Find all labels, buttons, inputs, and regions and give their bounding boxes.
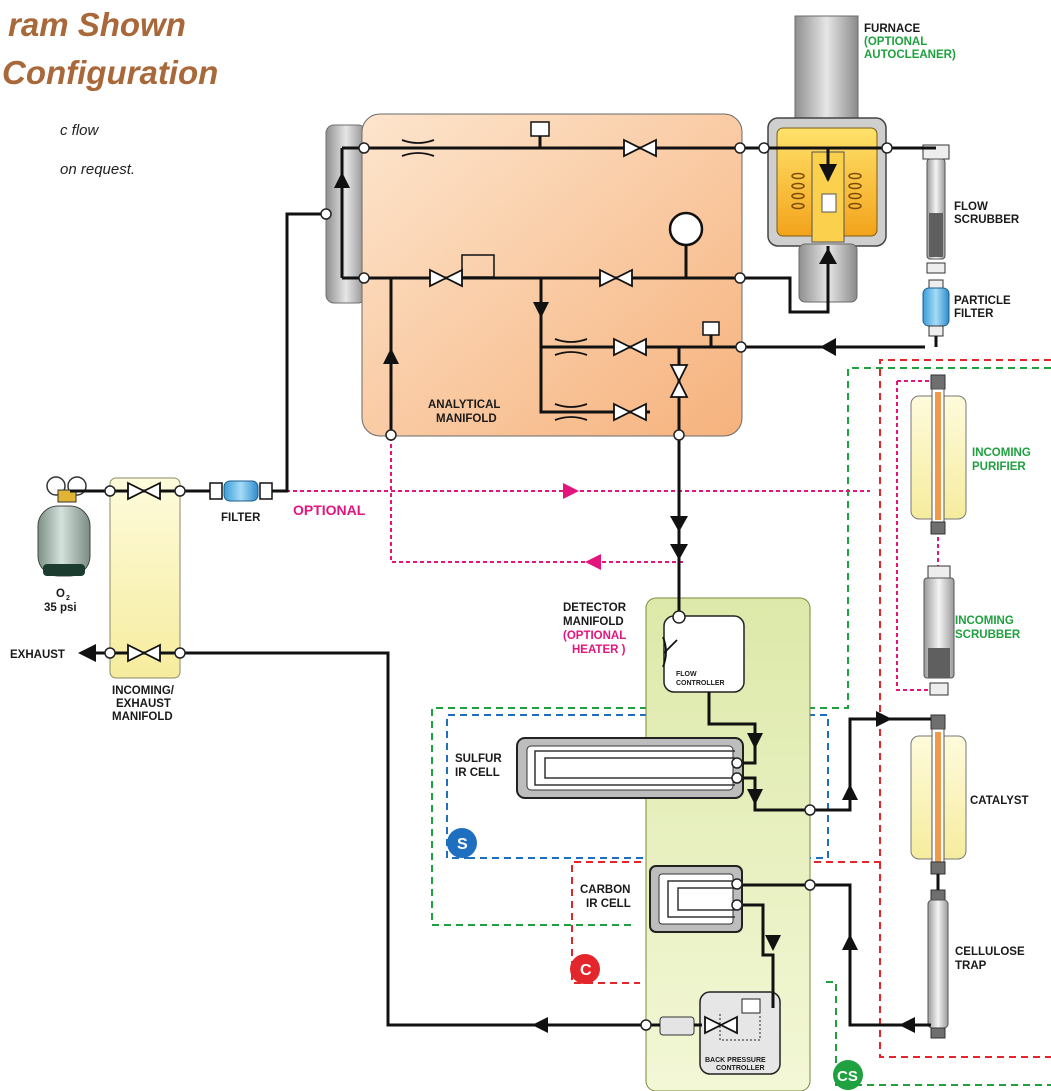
- carbon-loop: [571, 359, 1051, 1058]
- flow-controller-label-2: CONTROLLER: [676, 680, 725, 687]
- pressure-sensor-mid: [702, 321, 720, 336]
- cellulose-trap-label-1: CELLULOSE: [955, 946, 1025, 958]
- line-junctions: [104, 142, 893, 1031]
- furnace-label: FURNACE: [864, 23, 921, 35]
- note-line-2: on request.: [60, 161, 135, 178]
- bpc-label-1: BACK PRESSURE: [705, 1057, 766, 1064]
- pressure-gauge: [668, 211, 704, 247]
- incoming-scrubber-cap: [927, 565, 951, 579]
- title-block: ram Shown Configuration c flow on reques…: [2, 6, 218, 178]
- exhaust-arrow: [78, 644, 96, 662]
- particle-filter-label-1: PARTICLE: [954, 295, 1011, 307]
- filter-right-cap: [259, 482, 273, 500]
- detector-optional-label: (OPTIONAL: [563, 630, 626, 642]
- badge-c: C: [570, 954, 600, 984]
- optional-arrow-left: [585, 554, 601, 570]
- catalyst-top: [930, 714, 946, 730]
- filter-left-cap: [209, 482, 223, 500]
- cellulose-trap-tube: [927, 899, 949, 1029]
- bpc-label-2: CONTROLLER: [716, 1065, 765, 1072]
- incoming-scrubber-base: [929, 682, 949, 696]
- flow-arrows: [334, 164, 915, 1033]
- particle-filter-label-2: FILTER: [954, 308, 994, 320]
- furnace-coils: [791, 172, 862, 210]
- incoming-purifier-label-1: INCOMING: [972, 447, 1031, 459]
- o2-cylinder: O 2 35 psi: [37, 476, 91, 614]
- catalyst-label: CATALYST: [970, 795, 1029, 807]
- filter-body: [223, 480, 259, 502]
- incoming-purifier-media: [935, 392, 941, 520]
- catalyst-media: [935, 732, 941, 862]
- particle-filter-body: [922, 287, 950, 327]
- cs-loop: [431, 367, 1051, 1086]
- detector-heater-label: HEATER ): [572, 644, 626, 656]
- furnace-autocleaner-label: AUTOCLEANER): [864, 49, 956, 61]
- o2-label: O: [56, 588, 65, 600]
- particle-filter-bottom: [928, 325, 944, 337]
- flow-controller-box: [663, 615, 745, 693]
- detector-label-1: DETECTOR: [563, 602, 627, 614]
- badge-s: S: [447, 828, 477, 858]
- detector-label-2: MANIFOLD: [563, 616, 624, 628]
- sulfur-ir-cell-path: [534, 750, 735, 786]
- carbon-ir-cell-path: [667, 880, 735, 918]
- furnace-crucible: [821, 193, 837, 213]
- analytical-label-1: ANALYTICAL: [428, 399, 500, 411]
- flow-controller-label-1: FLOW: [676, 671, 697, 678]
- incoming-purifier-bottom: [930, 521, 946, 535]
- cellulose-trap-bottom: [930, 1027, 946, 1039]
- incoming-exhaust-label-1: INCOMING/: [112, 685, 175, 697]
- incoming-exhaust-manifold-body: [109, 477, 181, 679]
- filter-label: FILTER: [221, 512, 261, 524]
- incoming-scrubber-label-2: SCRUBBER: [955, 629, 1021, 641]
- flow-scrubber-media: [929, 213, 943, 257]
- flow-scrubber-label-2: SCRUBBER: [954, 214, 1020, 226]
- flow-scrubber-label-1: FLOW: [954, 201, 988, 213]
- sulfur-ir-cell-inner: [526, 745, 734, 791]
- carbon-label-2: IR CELL: [586, 898, 631, 910]
- furnace-optional-label: (OPTIONAL: [864, 36, 927, 48]
- optional-arrow-right: [563, 483, 579, 499]
- detector-manifold-body: [645, 597, 811, 1091]
- valves: [127, 138, 738, 1035]
- optional-label: OPTIONAL: [293, 502, 366, 518]
- o2-pressure-label: 35 psi: [44, 602, 77, 614]
- title-line-2: Configuration: [2, 54, 218, 91]
- badge-cs-text: CS: [837, 1068, 858, 1085]
- incoming-exhaust-label-3: MANIFOLD: [112, 711, 173, 723]
- incoming-purifier-top: [930, 374, 946, 390]
- bpc-dashed-link: [719, 1014, 761, 1041]
- badge-c-text: C: [580, 962, 592, 979]
- flow-scrubber-base: [926, 262, 946, 274]
- restrictors: [401, 139, 678, 668]
- sulfur-label-1: SULFUR: [455, 753, 502, 765]
- optional-line: [272, 380, 939, 691]
- cellulose-trap-top: [930, 889, 946, 901]
- o2-subscript: 2: [66, 595, 70, 602]
- title-line-1: ram Shown: [8, 6, 186, 43]
- incoming-exhaust-label-2: EXHAUST: [116, 698, 171, 710]
- carbon-ir-cell-inner: [658, 873, 734, 925]
- incoming-scrubber-label-1: INCOMING: [955, 615, 1014, 627]
- exhaust-label: EXHAUST: [10, 649, 65, 661]
- analytical-label-2: MANIFOLD: [436, 413, 497, 425]
- particle-filter-top: [928, 279, 944, 289]
- sulfur-label-2: IR CELL: [455, 767, 500, 779]
- badge-s-text: S: [457, 836, 468, 853]
- furnace-top: [794, 15, 859, 121]
- badge-cs: CS: [833, 1060, 863, 1090]
- note-line-1: c flow: [60, 122, 100, 139]
- incoming-scrubber-media: [928, 648, 950, 678]
- cellulose-trap-label-2: TRAP: [955, 960, 987, 972]
- regulator-box: [461, 254, 495, 278]
- pressure-sensor-top: [530, 121, 550, 137]
- exhaust-filter-element: [659, 1016, 695, 1036]
- catalyst-bottom: [930, 861, 946, 875]
- incoming-purifier-label-2: PURIFIER: [972, 461, 1026, 473]
- carbon-label-1: CARBON: [580, 884, 630, 896]
- back-pressure-sensor: [741, 998, 761, 1014]
